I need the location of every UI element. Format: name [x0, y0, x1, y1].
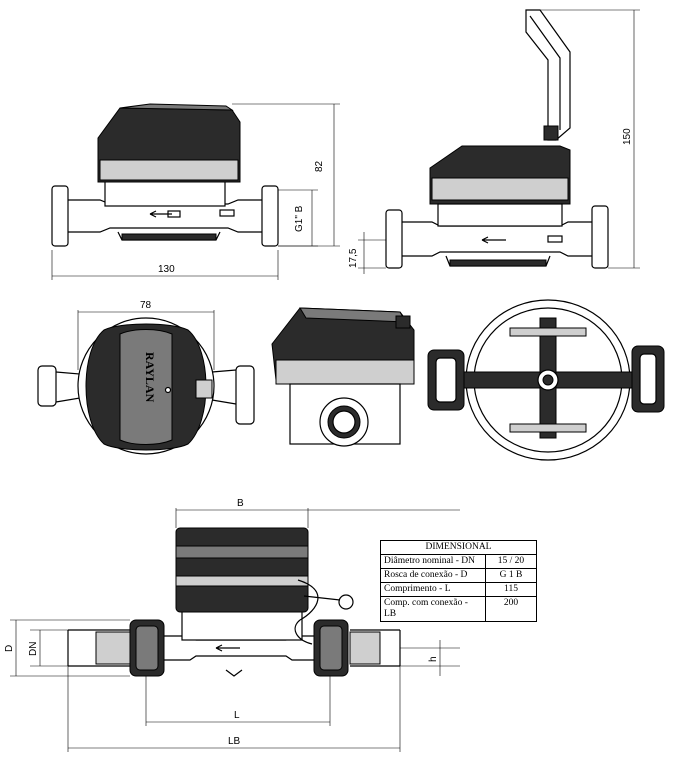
dim-h-label: h: [428, 656, 439, 662]
dim-thread-label: G1" B: [294, 205, 305, 232]
row-label: Rosca de conexão - D: [380, 568, 486, 583]
row-value: 115: [485, 582, 537, 597]
front-view: 130 82 G1" B: [51, 103, 340, 280]
row-label: Comprimento - L: [380, 582, 486, 597]
table-row: Comp. com conexão - LB 200: [380, 596, 537, 622]
dim-l-label: L: [234, 710, 240, 721]
row-label: Comp. com conexão - LB: [380, 596, 486, 622]
bottom-view: [427, 299, 665, 461]
table-title: DIMENSIONAL: [380, 540, 537, 555]
dim-width-label: 130: [158, 264, 175, 275]
dim-lb-label: LB: [228, 736, 241, 747]
table-row: Diâmetro nominal - DN 15 / 20: [380, 554, 537, 569]
dimension-table: DIMENSIONAL Diâmetro nominal - DN 15 / 2…: [380, 540, 537, 622]
isometric-view: [271, 307, 415, 447]
row-value: 200: [485, 596, 537, 622]
section-view: B h L LB D DN: [4, 498, 460, 752]
plan-view: RAYLAN 78: [37, 300, 255, 455]
row-value: 15 / 20: [485, 554, 537, 569]
dim-height-total-label: 150: [622, 128, 633, 145]
dim-b-label: B: [237, 498, 244, 509]
dim-d-label: D: [4, 645, 15, 652]
dim-dn-label: DN: [28, 642, 39, 656]
row-label: Diâmetro nominal - DN: [380, 554, 486, 569]
dim-height-label: 82: [314, 160, 325, 172]
side-view: 150 17,5: [348, 9, 640, 274]
dim-plan-width-label: 78: [140, 300, 152, 311]
dim-offset-label: 17,5: [348, 248, 359, 268]
table-row: Comprimento - L 115: [380, 582, 537, 597]
row-value: G 1 B: [485, 568, 537, 583]
brand-label: RAYLAN: [143, 352, 157, 403]
table-row: Rosca de conexão - D G 1 B: [380, 568, 537, 583]
